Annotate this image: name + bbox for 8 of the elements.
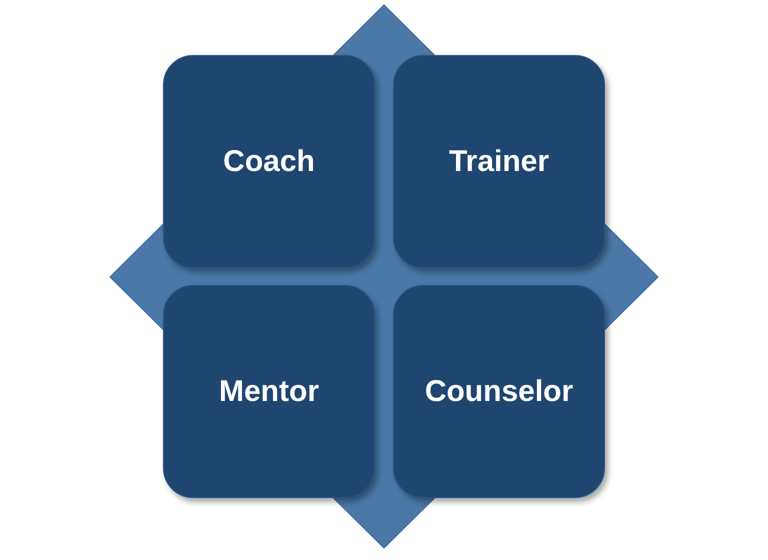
rounded-square xyxy=(393,55,605,268)
role-label: Mentor xyxy=(219,374,319,408)
role-label: Trainer xyxy=(448,144,550,178)
role-label: Coach xyxy=(223,144,315,178)
rounded-square xyxy=(163,55,375,268)
rounded-square xyxy=(163,285,375,498)
role-label: Counselor xyxy=(424,374,574,408)
rounded-square xyxy=(393,285,605,498)
